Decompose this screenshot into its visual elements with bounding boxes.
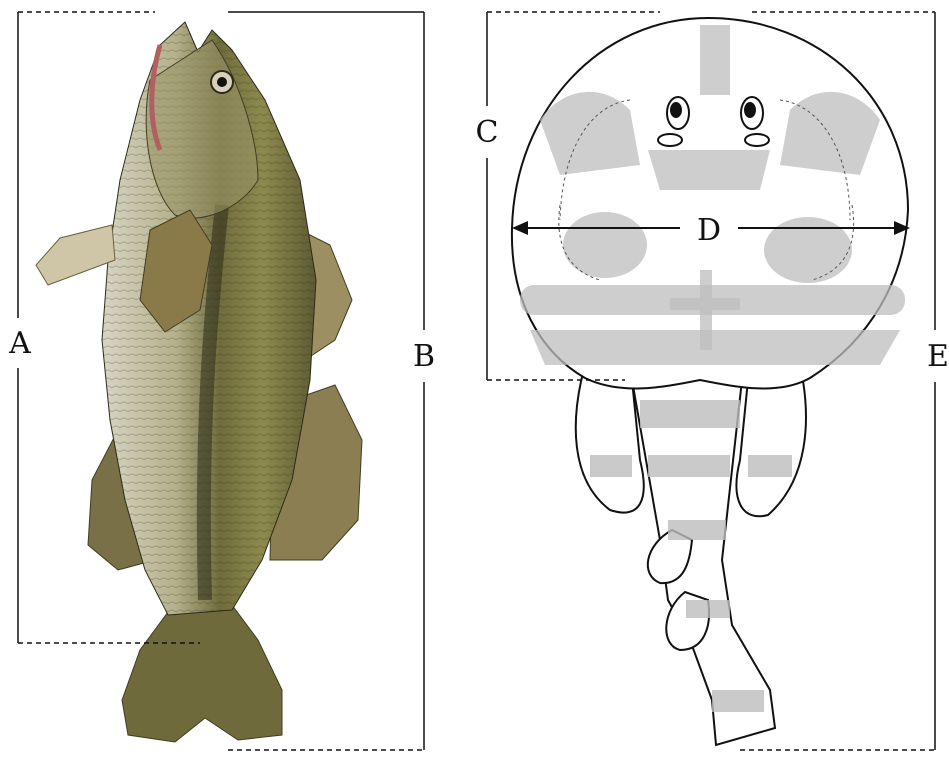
ray-illustration xyxy=(512,18,908,745)
bass-pelvic-fin xyxy=(36,225,115,285)
label-c: C xyxy=(476,115,499,150)
label-a: A xyxy=(8,326,31,361)
label-d: D xyxy=(697,213,721,248)
label-e: E xyxy=(927,339,949,374)
bass-tail-fin xyxy=(122,605,282,742)
bass-illustration xyxy=(36,22,362,742)
label-b: B xyxy=(413,339,435,374)
